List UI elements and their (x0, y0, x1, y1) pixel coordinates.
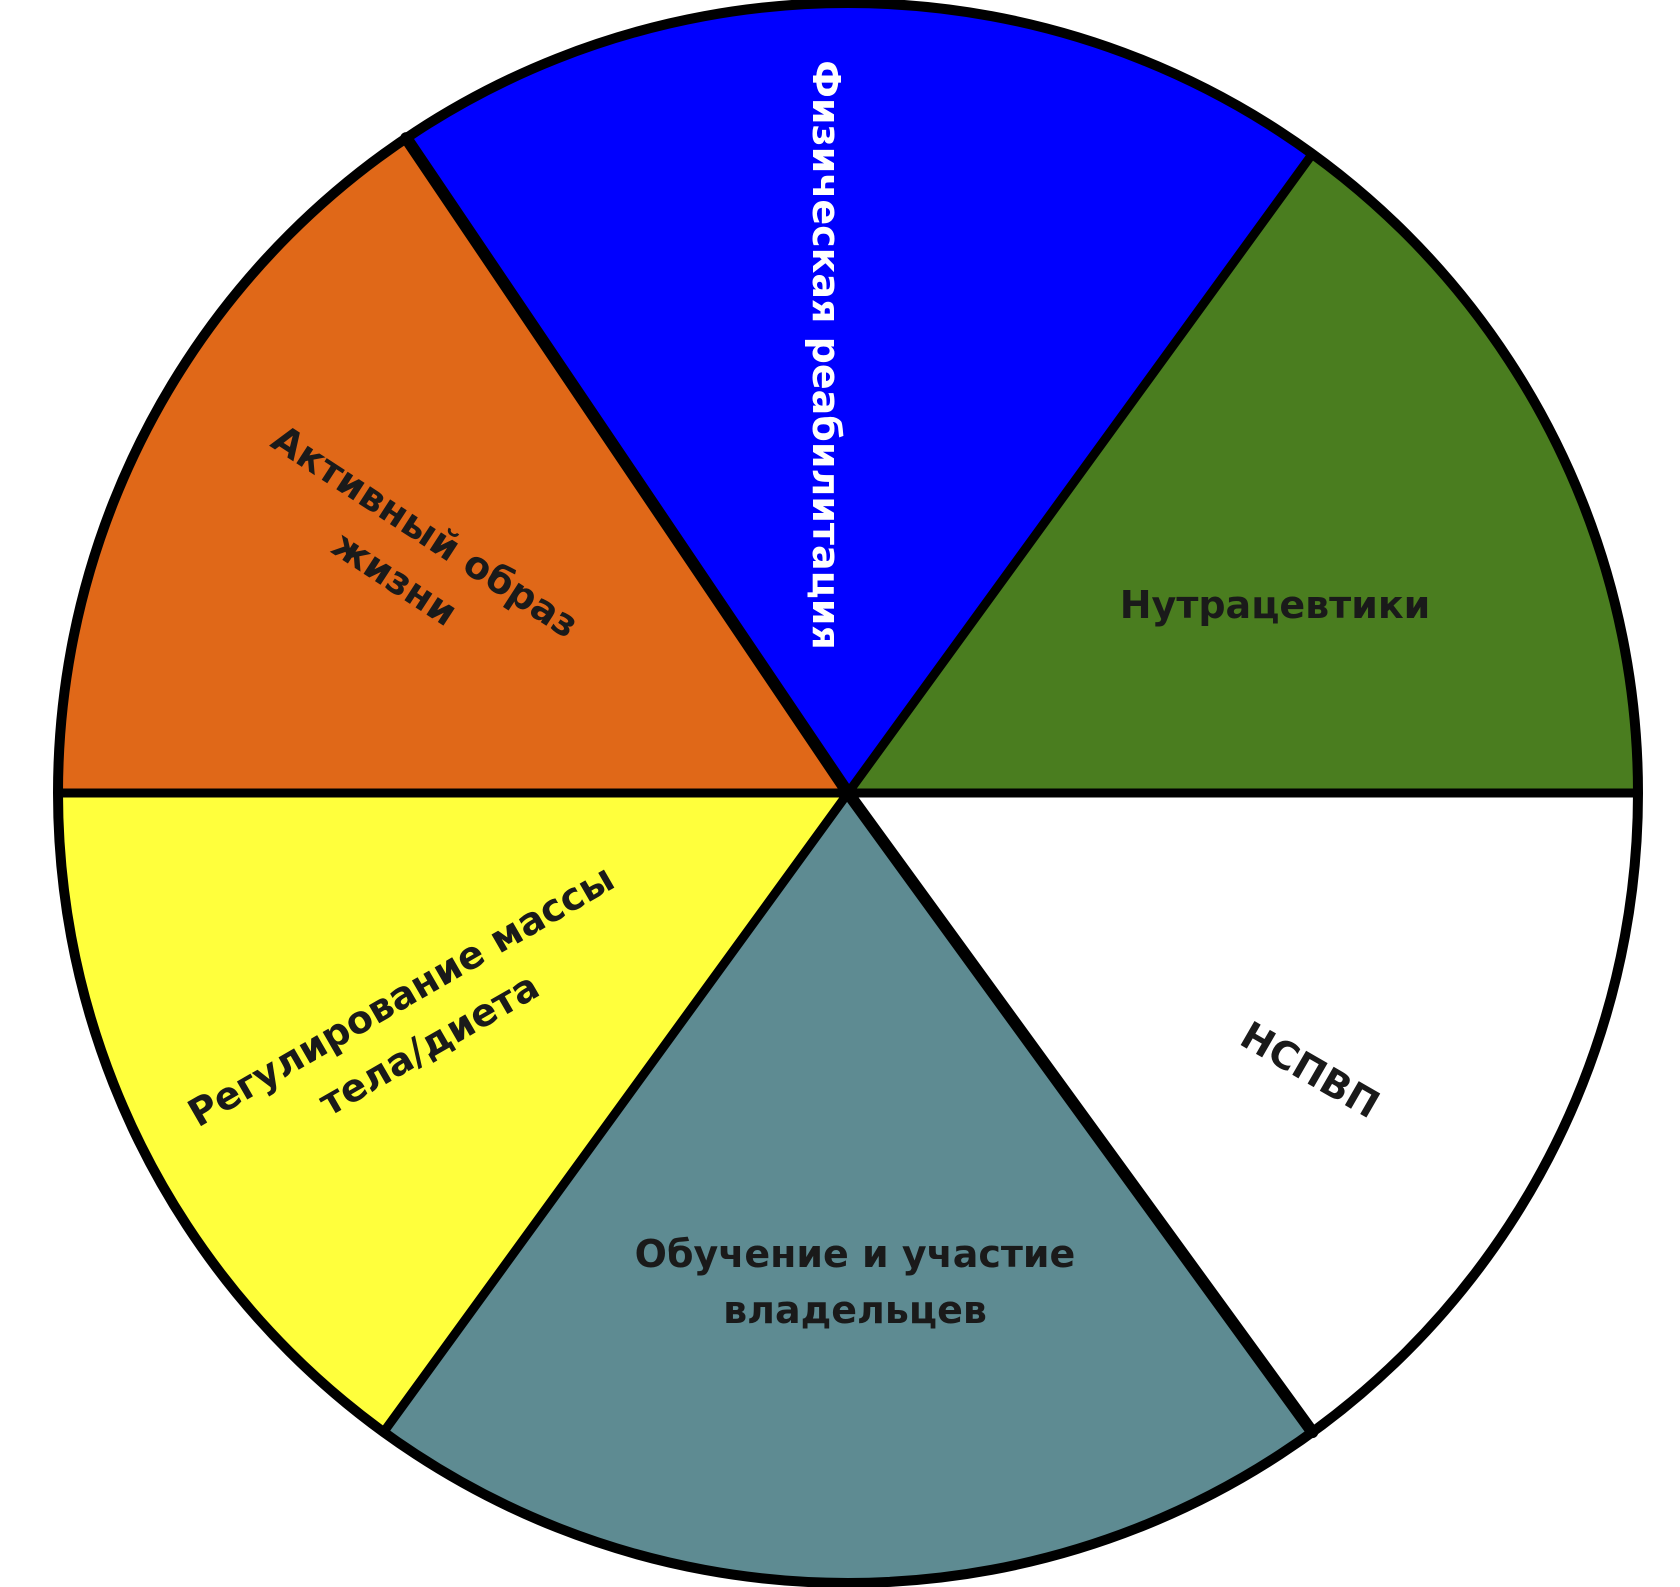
segment-education (383, 793, 1313, 1584)
label-nutra: Нутрацевтики (1120, 583, 1431, 627)
segment-nutra (848, 153, 1638, 793)
divider-line (843, 149, 1317, 798)
divider-line (842, 787, 1319, 1439)
label-line: Физическая реабилитация (804, 60, 848, 650)
segment-physio (406, 3, 1313, 793)
label-education: Обучение и участие владельцев (635, 1232, 1076, 1332)
segment-lifestyle (58, 138, 848, 794)
divider-line (400, 132, 854, 799)
wheel-outline (53, 0, 1643, 1587)
label-line: владельцев (723, 1288, 987, 1332)
label-line: Нутрацевтики (1120, 583, 1431, 627)
wheel-dividers (53, 132, 1643, 1439)
wheel-segments (57, 3, 1638, 1584)
label-physio: Физическая реабилитация (804, 60, 848, 650)
label-line: Обучение и участие (635, 1232, 1076, 1276)
divider-line (379, 788, 853, 1437)
segment-nsaid (848, 793, 1638, 1433)
segment-weight (57, 793, 848, 1433)
